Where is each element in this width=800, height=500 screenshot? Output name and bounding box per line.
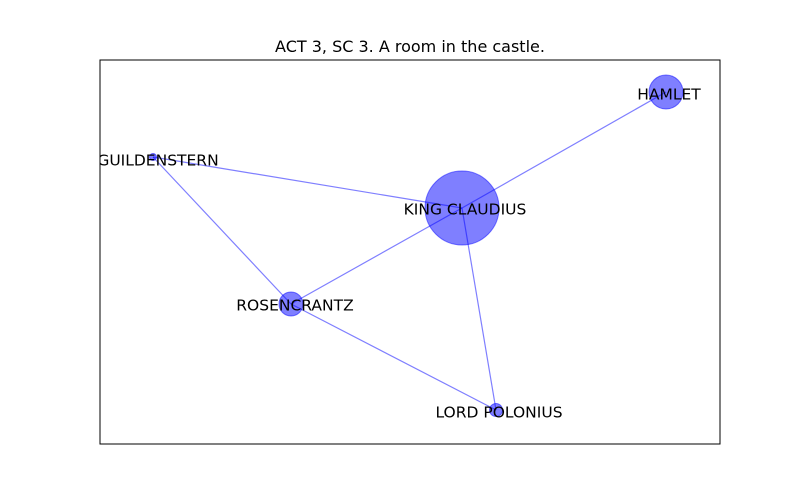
- node-king: [424, 170, 500, 246]
- node-guildenstern: [149, 153, 157, 161]
- edges-layer: [152, 91, 667, 411]
- node-label-rosencrantz: ROSENCRANTZ: [236, 297, 353, 315]
- node-rosencrantz: [278, 291, 304, 317]
- node-label-guildenstern: GUILDENSTERN: [97, 152, 218, 170]
- node-label-king: KING CLAUDIUS: [404, 201, 527, 219]
- plot-area: KING CLAUDIUS HAMLET GUILDENSTERN ROSENCRAN…: [97, 74, 701, 422]
- node-label-polonius: LORD POLONIUS: [435, 404, 562, 422]
- labels-layer: KING CLAUDIUS HAMLET GUILDENSTERN ROSENCRAN…: [97, 86, 701, 422]
- node-polonius: [489, 403, 503, 417]
- edge-guildenstern-rosencrantz: [152, 156, 292, 305]
- nodes-layer: [149, 74, 684, 417]
- diagram-title: ACT 3, SC 3. A room in the castle.: [275, 37, 545, 56]
- edge-rosencrantz-polonius: [290, 303, 497, 411]
- node-label-hamlet: HAMLET: [637, 86, 701, 104]
- plot-frame: [99, 59, 721, 445]
- node-hamlet: [648, 74, 684, 110]
- edge-king-guildenstern: [152, 156, 463, 209]
- edge-king-hamlet: [461, 91, 667, 209]
